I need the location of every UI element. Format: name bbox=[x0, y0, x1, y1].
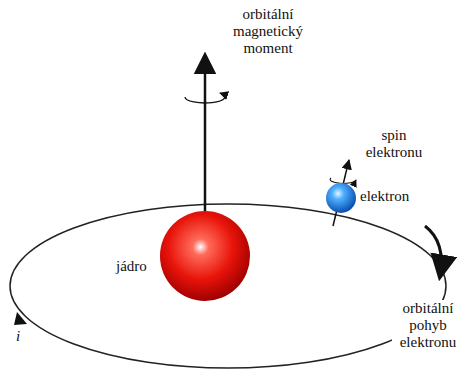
spin-curl bbox=[330, 178, 356, 183]
moment-arrow bbox=[204, 56, 207, 225]
motion-arrow bbox=[425, 226, 441, 276]
orbit-ellipse bbox=[10, 204, 446, 368]
text-label: orbitální pohyb elektronu bbox=[392, 300, 464, 351]
text-label: spin elektronu bbox=[358, 127, 430, 161]
nucleus-sphere bbox=[160, 211, 250, 301]
text-label: jádro bbox=[116, 258, 158, 275]
text-label: orbitální magnetický moment bbox=[222, 6, 314, 57]
text-label: elektron bbox=[360, 188, 440, 205]
current-arrowhead bbox=[14, 312, 27, 325]
electron-sphere bbox=[326, 183, 356, 213]
rotation-curl bbox=[185, 93, 225, 103]
text-label: i bbox=[16, 328, 30, 345]
